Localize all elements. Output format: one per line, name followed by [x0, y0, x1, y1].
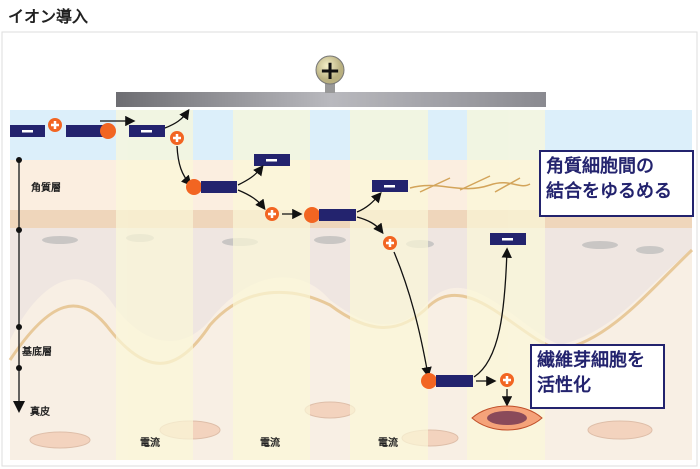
- negative-ion-icon: [10, 125, 45, 137]
- current-columns: [116, 110, 545, 460]
- loosened-corneum-fibers: [409, 175, 531, 193]
- fibroblast-cell-icon: [471, 405, 543, 431]
- negative-ion-icon: [129, 125, 165, 137]
- ion-pair-icon: [421, 373, 473, 389]
- positive-ion-icon: [170, 131, 184, 145]
- ion-pair-icon: [66, 123, 116, 139]
- positive-ion-icon: [48, 118, 62, 132]
- page-title: イオン導入: [8, 7, 89, 26]
- label-dermis: 真皮: [30, 405, 50, 418]
- svg-text:+: +: [319, 56, 341, 86]
- label-current-3: 電流: [378, 436, 398, 449]
- callout-fibroblast-line-1: 繊維芽細胞を: [537, 350, 645, 371]
- negative-ion-icon: [254, 154, 290, 166]
- callout-corneum-line-2: 結合をゆるめる: [546, 181, 672, 202]
- negative-ion-icon: [490, 233, 526, 245]
- plus-terminal-icon: [315, 55, 345, 85]
- positive-ion-icon: [265, 207, 279, 221]
- negative-ion-icon: [372, 180, 408, 192]
- label-basal-layer: 基底層: [21, 345, 52, 358]
- positive-electrode: +: [116, 55, 546, 107]
- layer-scale: 角質層 基底層 真皮 電流 電流 電流: [13, 157, 398, 449]
- ions: [10, 108, 543, 431]
- ion-pair-icon: [304, 207, 356, 223]
- label-current-1: 電流: [140, 436, 160, 449]
- label-current-2: 電流: [260, 436, 280, 449]
- callout-fibroblast-line-2: 活性化: [537, 375, 591, 396]
- callout-fibroblast: 繊維芽細胞を 活性化: [530, 344, 665, 409]
- positive-ion-icon: [500, 373, 514, 387]
- callout-corneum-line-1: 角質細胞間の: [546, 156, 654, 177]
- label-stratum-corneum: 角質層: [31, 181, 61, 194]
- positive-ion-icon: [383, 236, 397, 250]
- callout-corneum: 角質細胞間の 結合をゆるめる: [539, 150, 694, 217]
- ion-pair-icon: [186, 179, 237, 195]
